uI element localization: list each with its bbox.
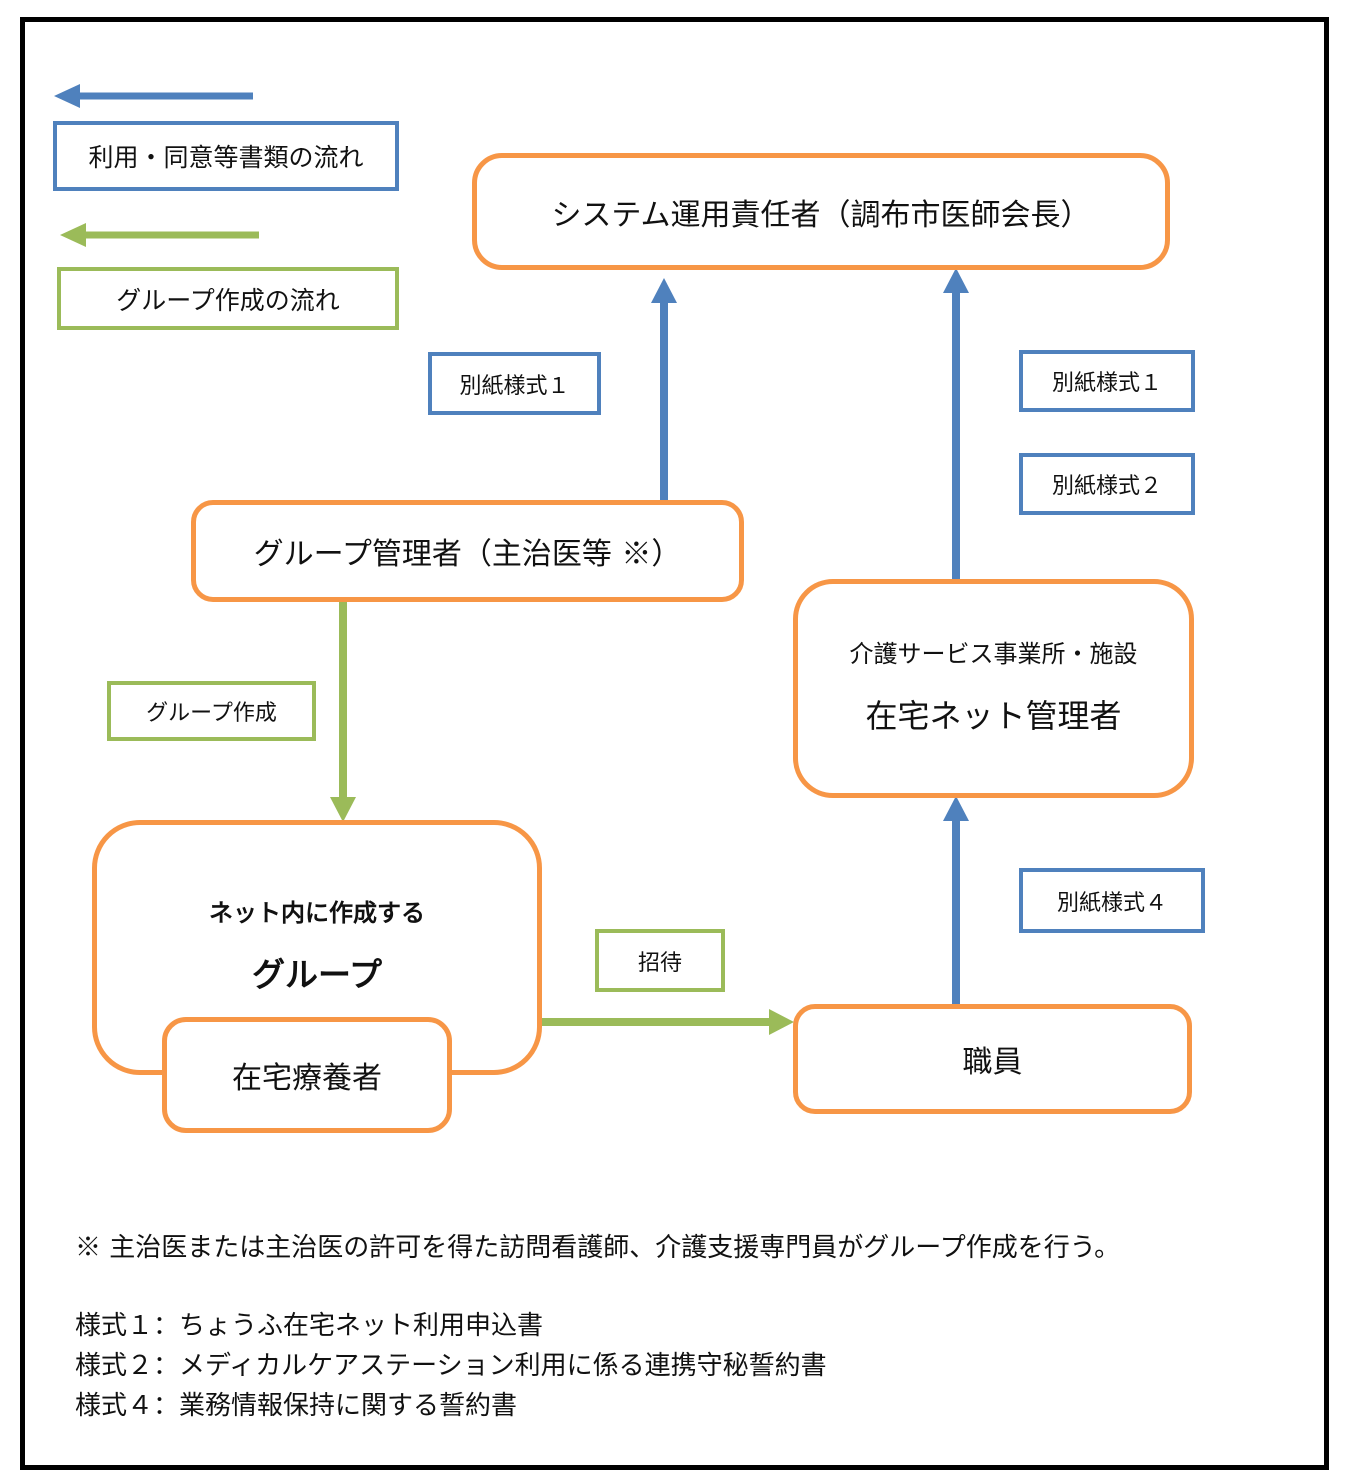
footer-form4: 様式４：業務情報保持に関する誓約書 (75, 1391, 518, 1421)
arrow-groupadmin-to-system (651, 278, 677, 502)
form4-text: 別紙様式４ (1056, 890, 1167, 916)
diagram-frame (20, 17, 1329, 1470)
invite-label: 招待 (595, 929, 725, 992)
arrow-careoffice-to-system (943, 268, 969, 581)
care-office-line1: 介護サービス事業所・施設 (849, 640, 1138, 668)
footer-form2: 様式２：メディカルケアステーション利用に係る連携守秘誓約書 (75, 1351, 827, 1381)
form1-right-label: 別紙様式１ (1019, 350, 1195, 412)
legend-blue-arrow (54, 84, 253, 108)
home-patient-node: 在宅療養者 (162, 1017, 452, 1133)
group-admin-label: グループ管理者（主治医等 ※） (253, 537, 682, 572)
form2-right-label: 別紙様式２ (1019, 453, 1195, 515)
form1-left-label: 別紙様式１ (428, 352, 601, 415)
care-office-node: 介護サービス事業所・施設 在宅ネット管理者 (793, 579, 1194, 798)
footer-note: ※ 主治医または主治医の許可を得た訪問看護師、介護支援専門員がグループ作成を行う… (75, 1233, 1121, 1263)
home-patient-label: 在宅療養者 (232, 1061, 382, 1096)
staff-node: 職員 (793, 1004, 1192, 1114)
group-line2: グループ (251, 955, 383, 994)
arrow-groupadmin-to-group (330, 600, 356, 822)
care-office-line2: 在宅ネット管理者 (865, 697, 1122, 735)
legend-docs-flow: 利用・同意等書類の流れ (53, 121, 399, 191)
legend-group-label: グループ作成の流れ (116, 285, 340, 315)
group-create-label: グループ作成 (107, 681, 316, 741)
form2-right-text: 別紙様式２ (1051, 474, 1162, 499)
group-line1: ネット内に作成する (209, 898, 425, 927)
system-admin-label: システム運用責任者（調布市医師会長） (551, 197, 1091, 233)
arrow-staff-to-careoffice (943, 796, 969, 1005)
form4-label: 別紙様式４ (1019, 868, 1205, 933)
group-admin-node: グループ管理者（主治医等 ※） (191, 500, 744, 602)
form1-right-text: 別紙様式１ (1051, 371, 1162, 396)
system-admin-node: システム運用責任者（調布市医師会長） (472, 153, 1170, 270)
legend-group-flow: グループ作成の流れ (57, 267, 399, 330)
arrow-group-to-staff (540, 1009, 794, 1035)
legend-green-arrow (60, 223, 259, 247)
group-create-text: グループ作成 (146, 701, 277, 726)
legend-docs-label: 利用・同意等書類の流れ (88, 143, 364, 172)
form1-left-text: 別紙様式１ (459, 373, 570, 399)
staff-label: 職員 (962, 1045, 1023, 1080)
footer-form1: 様式１：ちょうふ在宅ネット利用申込書 (75, 1311, 544, 1341)
invite-text: 招待 (637, 950, 682, 976)
